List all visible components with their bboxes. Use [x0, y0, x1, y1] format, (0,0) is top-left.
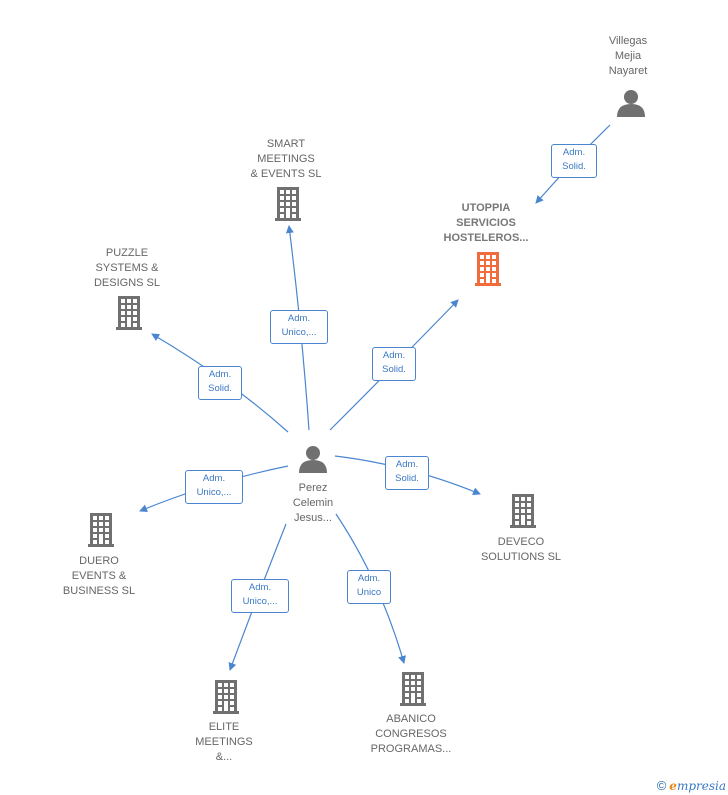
node-label-deveco[interactable]: DEVECO SOLUTIONS SL [480, 536, 562, 563]
edge-label-center-to-smart[interactable]: Adm. Unico,... [270, 310, 328, 344]
edge-label-center-to-deveco[interactable]: Adm. Solid. [385, 456, 429, 490]
building-icon[interactable] [116, 296, 142, 330]
building-icon[interactable] [510, 494, 536, 528]
person-icon[interactable] [299, 446, 327, 473]
brand-logo: empresia [669, 779, 726, 793]
person-icon[interactable] [617, 90, 645, 117]
node-label-center[interactable]: Perez Celemin Jesus... [292, 482, 334, 524]
edge-label-villegas-to-utoppia[interactable]: Adm. Solid. [551, 144, 597, 178]
edge-label-center-to-utoppia[interactable]: Adm. Solid. [372, 347, 416, 381]
node-label-abanico[interactable]: ABANICO CONGRESOS PROGRAMAS... [370, 713, 452, 755]
edge-label-center-to-abanico[interactable]: Adm. Unico [347, 570, 391, 604]
copyright-icon: © [656, 778, 667, 793]
icons-layer [88, 90, 645, 714]
building-icon[interactable] [88, 513, 114, 547]
edge-label-center-to-duero[interactable]: Adm. Unico,... [185, 470, 243, 504]
building-icon[interactable] [475, 252, 501, 286]
building-icon[interactable] [400, 672, 426, 706]
node-label-duero[interactable]: DUERO EVENTS & BUSINESS SL [62, 555, 136, 597]
building-icon[interactable] [275, 187, 301, 221]
node-label-elite[interactable]: ELITE MEETINGS &... [195, 721, 253, 763]
node-label-villegas[interactable]: Villegas Mejia Nayaret [608, 35, 648, 77]
edge-label-center-to-elite[interactable]: Adm. Unico,... [231, 579, 289, 613]
node-label-puzzle[interactable]: PUZZLE SYSTEMS & DESIGNS SL [93, 247, 161, 289]
node-label-utoppia[interactable]: UTOPPIA SERVICIOS HOSTELEROS... [443, 202, 529, 244]
building-icon[interactable] [213, 680, 239, 714]
node-label-smart[interactable]: SMART MEETINGS & EVENTS SL [250, 138, 322, 180]
edge-label-center-to-puzzle[interactable]: Adm. Solid. [198, 366, 242, 400]
footer-brand[interactable]: ©empresia [657, 778, 726, 793]
